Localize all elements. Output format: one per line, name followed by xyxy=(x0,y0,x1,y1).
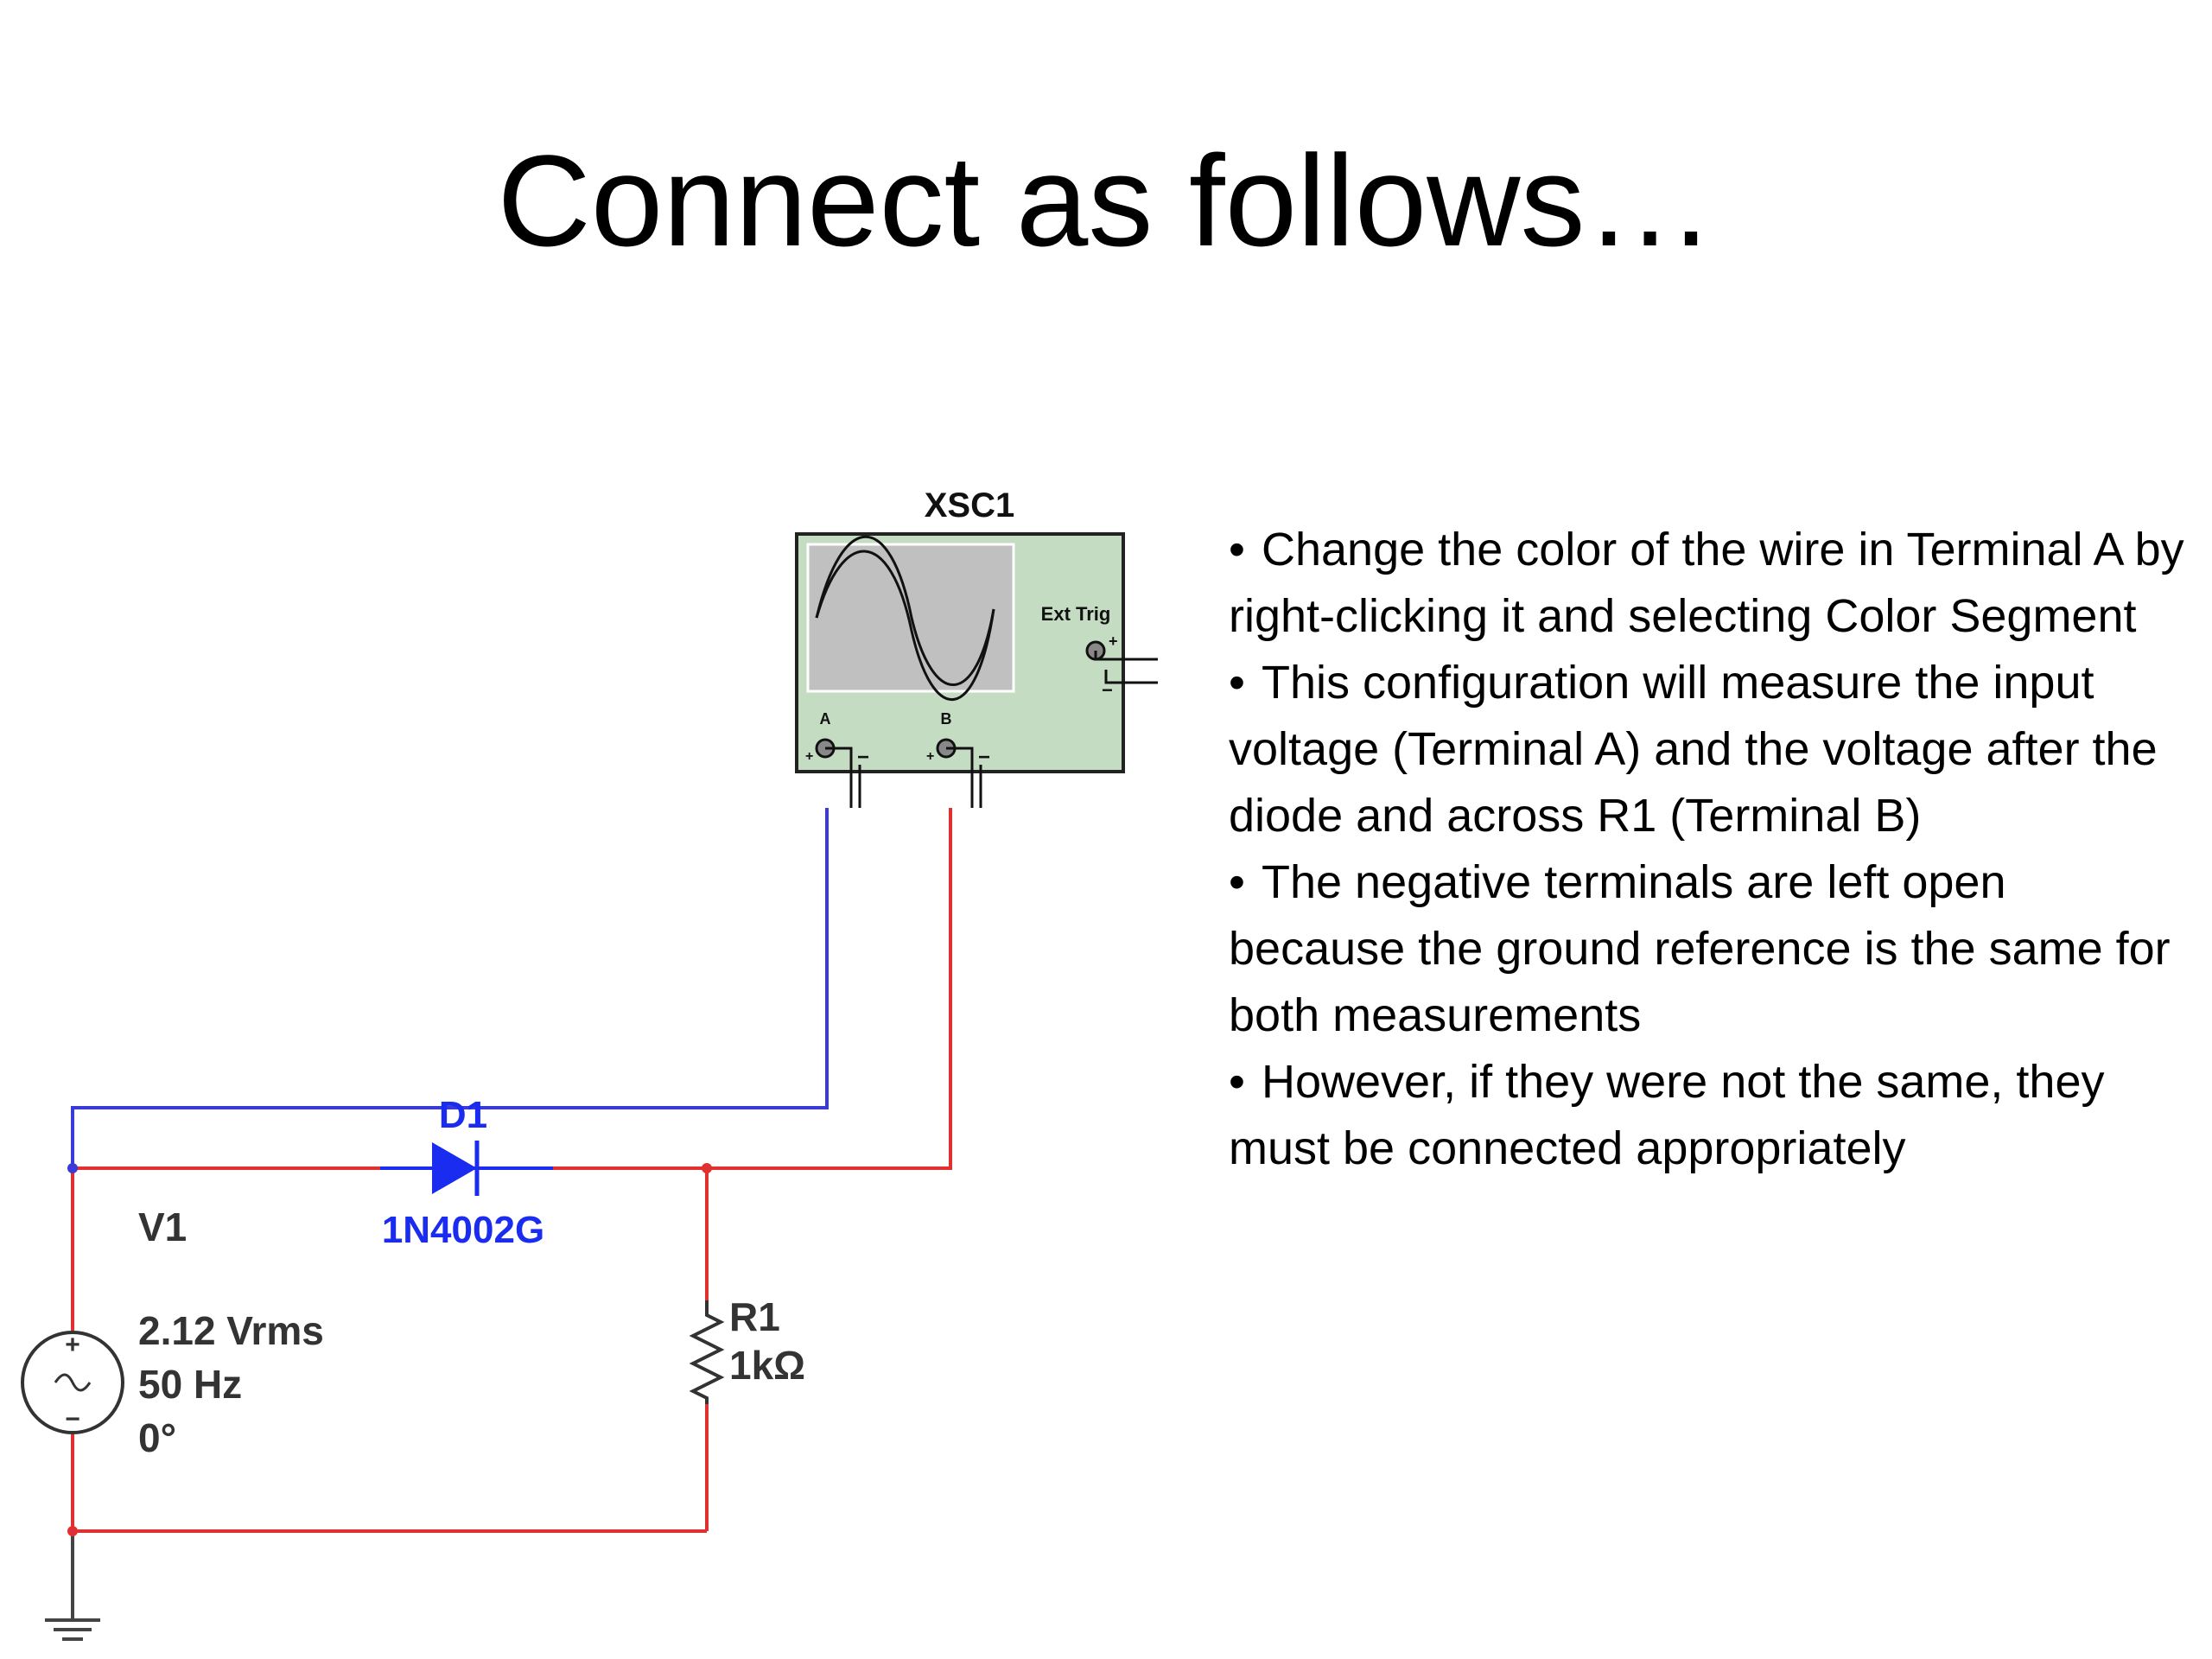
diode-d1[interactable]: D1 1N4002G xyxy=(382,1094,544,1251)
bullet-text: The negative terminals are left open bec… xyxy=(1229,856,2171,1041)
bullet-text: Change the color of the wire in Terminal… xyxy=(1229,524,2184,642)
terminal-b-label: B xyxy=(941,710,952,728)
junction-dot xyxy=(67,1163,78,1173)
bullet-glyph: • xyxy=(1229,1056,1245,1108)
resistor-ref-label: R1 xyxy=(729,1294,780,1339)
bullet-item: •The negative terminals are left open be… xyxy=(1229,849,2188,1049)
ext-trig-plus-sign: + xyxy=(1109,632,1118,650)
diode-ref-label: D1 xyxy=(439,1094,487,1136)
wire-terminal-b[interactable] xyxy=(553,808,952,1170)
diode-part-label: 1N4002G xyxy=(382,1209,544,1251)
bullet-text: This configuration will measure the inpu… xyxy=(1229,657,2158,842)
terminal-b-plus-sign: + xyxy=(926,749,934,764)
bullet-text: However, if they were not the same, they… xyxy=(1229,1056,2105,1174)
source-minus-sign: − xyxy=(65,1405,80,1433)
terminal-a-plus-sign: + xyxy=(805,749,813,764)
slide-title: Connect as follows… xyxy=(497,128,1715,273)
bullet-item: •Change the color of the wire in Termina… xyxy=(1229,517,2188,650)
bullet-glyph: • xyxy=(1229,856,1245,908)
resistor-value-label: 1kΩ xyxy=(729,1343,805,1388)
bullet-glyph: • xyxy=(1229,657,1245,709)
source-ref-label: V1 xyxy=(138,1205,187,1249)
source-frequency-label: 50 Hz xyxy=(138,1362,242,1407)
bullet-item: •However, if they were not the same, the… xyxy=(1229,1049,2188,1182)
oscilloscope-label: XSC1 xyxy=(925,486,1015,524)
oscilloscope[interactable]: XSC1 Ext Trig + − A + − B + − xyxy=(795,486,1158,808)
terminal-b-minus-sign: − xyxy=(978,746,990,769)
ext-trig-lead xyxy=(1094,651,1158,661)
sine-wave-icon xyxy=(54,1373,92,1392)
resistor-r1[interactable]: R1 1kΩ xyxy=(689,1294,805,1404)
sine-trace-b-icon xyxy=(815,550,995,701)
terminal-a-label: A xyxy=(820,710,831,728)
ground-symbol-icon xyxy=(45,1618,100,1641)
junction-dot xyxy=(67,1526,78,1536)
wire-terminal-a[interactable] xyxy=(71,808,829,1168)
bullet-item: •This configuration will measure the inp… xyxy=(1229,650,2188,849)
resistor-icon xyxy=(689,1300,725,1404)
bullet-list: •Change the color of the wire in Termina… xyxy=(1229,517,2188,1182)
junction-dot xyxy=(702,1163,712,1173)
ext-trig-minus-sign: − xyxy=(1102,679,1113,701)
sine-trace-a-icon xyxy=(815,535,995,686)
terminal-b-lead xyxy=(946,747,974,808)
ac-source-v1[interactable]: + − V1 2.12 Vrms 50 Hz 0° xyxy=(21,1205,324,1460)
bullet-glyph: • xyxy=(1229,524,1245,575)
terminal-a-minus-sign: − xyxy=(857,746,869,769)
source-phase-label: 0° xyxy=(138,1415,176,1460)
ext-trig-lead xyxy=(1104,670,1158,684)
source-voltage-label: 2.12 Vrms xyxy=(138,1308,324,1353)
diode-icon xyxy=(432,1142,477,1194)
source-plus-sign: + xyxy=(65,1331,80,1359)
ext-trig-label: Ext Trig xyxy=(1041,603,1111,625)
terminal-a-lead xyxy=(825,747,853,808)
